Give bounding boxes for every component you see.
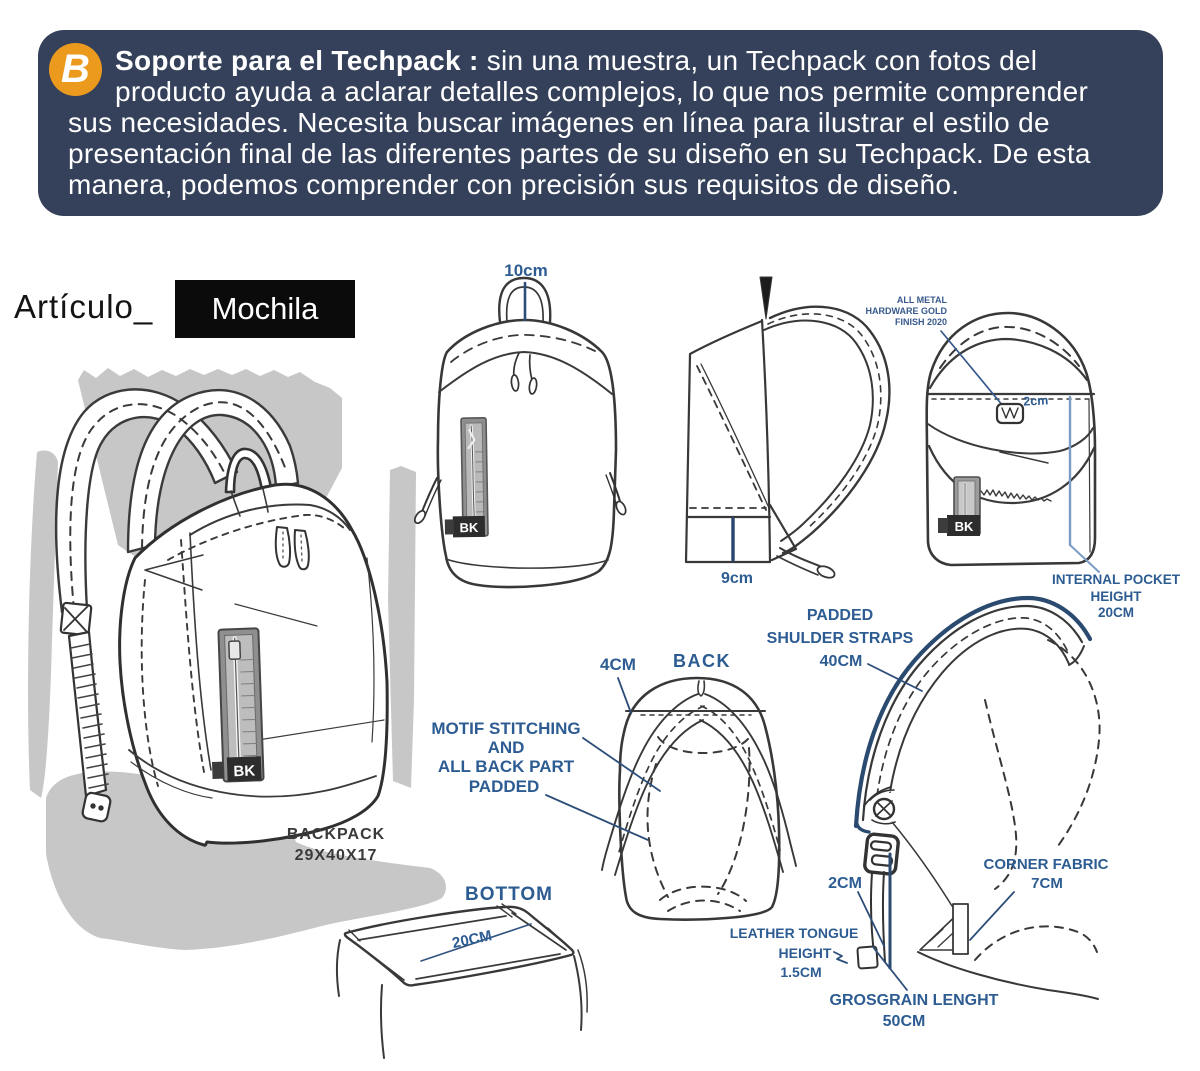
svg-text:AND: AND xyxy=(488,738,525,757)
svg-text:INTERNAL POCKET: INTERNAL POCKET xyxy=(1052,572,1181,587)
svg-text:FINISH 2020: FINISH 2020 xyxy=(895,317,947,327)
svg-text:20CM: 20CM xyxy=(1098,605,1134,620)
svg-text:GROSGRAIN LENGHT: GROSGRAIN LENGHT xyxy=(830,992,999,1009)
svg-text:HEIGHT: HEIGHT xyxy=(779,945,832,961)
svg-text:BACKPACK: BACKPACK xyxy=(287,826,385,843)
svg-text:1.5CM: 1.5CM xyxy=(780,964,821,980)
svg-text:7CM: 7CM xyxy=(1031,875,1063,892)
svg-text:2CM: 2CM xyxy=(828,875,862,892)
svg-text:50CM: 50CM xyxy=(883,1013,926,1030)
svg-text:40CM: 40CM xyxy=(820,653,863,670)
svg-text:29X40X17: 29X40X17 xyxy=(295,847,378,864)
svg-text:BOTTOM: BOTTOM xyxy=(465,884,553,905)
svg-text:ALL METAL: ALL METAL xyxy=(897,295,948,305)
svg-text:BK: BK xyxy=(955,519,974,534)
svg-text:PADDED: PADDED xyxy=(807,607,873,624)
svg-text:HEIGHT: HEIGHT xyxy=(1090,589,1142,604)
svg-text:BK: BK xyxy=(233,763,255,781)
svg-text:9cm: 9cm xyxy=(721,570,753,587)
svg-text:LEATHER TONGUE: LEATHER TONGUE xyxy=(730,925,859,941)
svg-text:ALL BACK PART: ALL BACK PART xyxy=(438,757,575,776)
svg-text:MOTIF STITCHING: MOTIF STITCHING xyxy=(431,719,580,738)
svg-text:BACK: BACK xyxy=(673,651,731,671)
svg-text:10cm: 10cm xyxy=(504,261,547,280)
svg-text:2cm: 2cm xyxy=(1023,393,1049,408)
svg-text:SHULDER STRAPS: SHULDER STRAPS xyxy=(767,630,914,647)
svg-text:CORNER FABRIC: CORNER FABRIC xyxy=(983,856,1108,873)
svg-text:BK: BK xyxy=(459,520,479,535)
svg-text:4CM: 4CM xyxy=(600,655,636,674)
svg-text:HARDWARE GOLD: HARDWARE GOLD xyxy=(866,306,948,316)
svg-text:PADDED: PADDED xyxy=(469,777,540,796)
